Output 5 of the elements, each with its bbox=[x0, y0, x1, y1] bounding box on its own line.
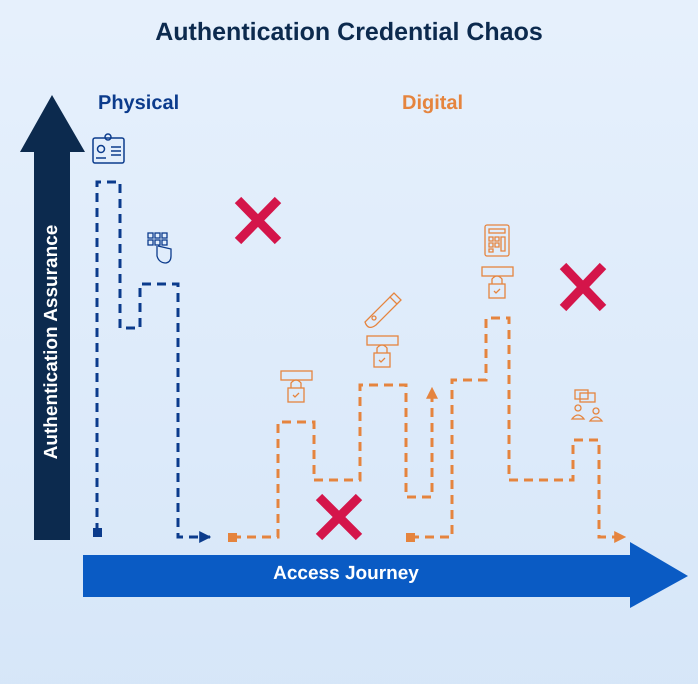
section-label: Physical bbox=[98, 92, 180, 115]
axis-label: Access Journey bbox=[273, 563, 419, 585]
axis-label: Authentication Assurance bbox=[41, 224, 63, 460]
title: Authentication Credential Chaos bbox=[154, 18, 544, 47]
section-label: Digital bbox=[402, 92, 464, 115]
